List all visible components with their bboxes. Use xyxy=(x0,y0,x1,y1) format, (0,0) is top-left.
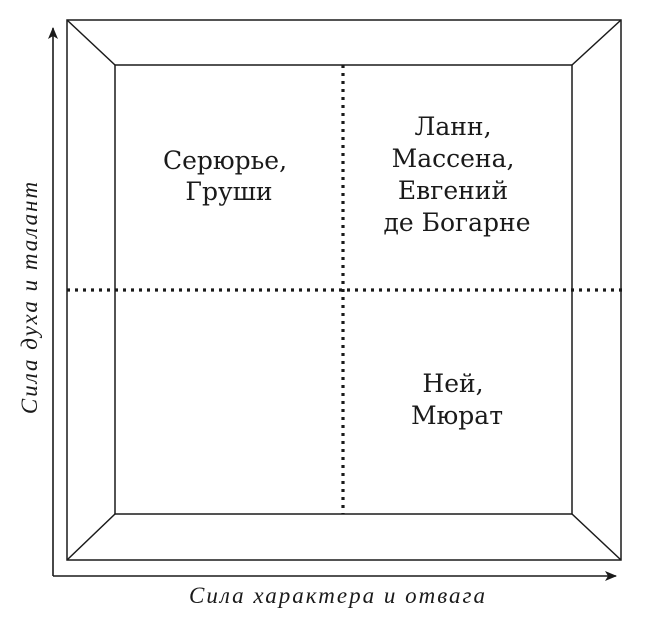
quadrant-top-right-line: де Богарне xyxy=(383,208,530,237)
x-axis-title: Сила характера и отвага xyxy=(189,583,487,608)
bevel-lines xyxy=(66,19,622,561)
quadrant-top-right-line: Массена, xyxy=(392,144,515,173)
quadrant-top-right: Ланн, Массена, Евгений де Богарне xyxy=(383,112,530,237)
quadrant-top-left-line: Серюрье, xyxy=(163,146,287,175)
quadrant-top-right-line: Ланн, xyxy=(415,112,492,141)
y-axis-title: Сила духа и талант xyxy=(17,180,42,414)
quadrant-top-left: Серюрье, Груши xyxy=(163,146,295,206)
quadrant-bottom-right: Ней, Мюрат xyxy=(411,369,503,430)
quadrant-bottom-right-line: Ней, xyxy=(422,369,483,398)
quadrant-bottom-right-line: Мюрат xyxy=(411,401,503,430)
quadrant-top-left-line: Груши xyxy=(185,177,272,206)
quadrant-top-right-line: Евгений xyxy=(398,176,508,205)
